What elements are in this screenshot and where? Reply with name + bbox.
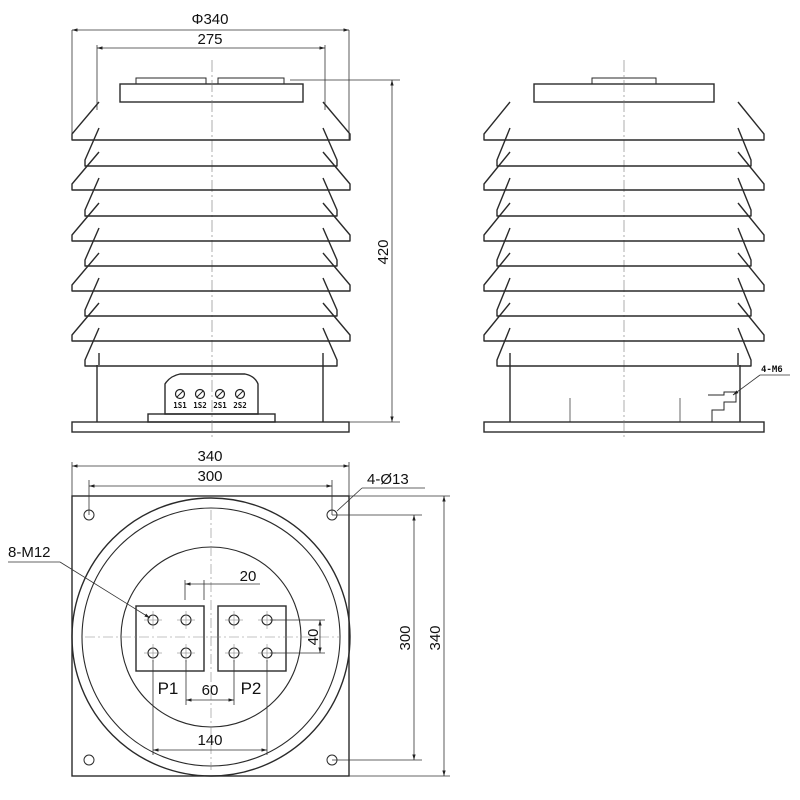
dim-vertical-inner: 300	[397, 625, 414, 650]
front-insulator-sheds	[71, 101, 351, 367]
front-view	[71, 60, 351, 440]
side-earth-boss	[708, 391, 737, 422]
terminal-label: 1S1	[173, 401, 187, 410]
insulator-shed	[71, 151, 351, 191]
dim-stud-span: 140	[197, 732, 222, 749]
secondary-terminal	[174, 388, 186, 400]
terminal-label: 2S1	[213, 401, 227, 410]
dim-vertical-outer: 340	[427, 625, 444, 650]
dim-height: 420	[375, 239, 392, 264]
insulator-shed	[496, 227, 752, 267]
insulator-shed	[71, 101, 351, 141]
stud-note: 8-M12	[8, 544, 51, 561]
primary-label-p1: P1	[158, 679, 179, 698]
front-base-plate	[71, 421, 350, 433]
side-bolt-note: 4-M6	[761, 365, 783, 375]
insulator-shed	[483, 252, 765, 292]
front-top-cap	[119, 83, 304, 103]
secondary-terminal	[194, 388, 206, 400]
dim-stud-pitch-small: 20	[240, 568, 257, 585]
secondary-terminal-box	[164, 373, 259, 415]
insulator-shed	[496, 127, 752, 167]
side-insulator-sheds	[483, 101, 765, 367]
dim-hole-spacing: 300	[197, 468, 222, 485]
insulator-shed	[71, 302, 351, 342]
secondary-terminal	[234, 388, 246, 400]
insulator-shed	[84, 177, 338, 217]
terminal-plate-p2	[217, 605, 287, 672]
insulator-shed	[496, 327, 752, 367]
terminal-box-base	[147, 413, 276, 423]
dim-overall-width: 340	[197, 448, 222, 465]
terminal-studs	[144, 611, 276, 662]
insulator-shed	[483, 101, 765, 141]
insulator-shed	[483, 151, 765, 191]
terminal-label: 1S2	[193, 401, 207, 410]
insulator-shed	[84, 127, 338, 167]
insulator-shed	[71, 252, 351, 292]
plan-outer-circle	[71, 497, 351, 777]
secondary-terminal	[214, 388, 226, 400]
insulator-shed	[483, 202, 765, 242]
insulator-shed	[496, 277, 752, 317]
side-view	[483, 60, 765, 440]
dim-gap: 60	[202, 682, 219, 699]
dim-stud-pitch-vertical: 40	[305, 629, 322, 646]
insulator-shed	[71, 202, 351, 242]
dim-inner-width: 275	[197, 31, 222, 48]
terminal-plate-p1	[135, 605, 205, 672]
plan-centerlines	[85, 510, 340, 770]
front-dimensions	[71, 28, 400, 423]
terminal-label: 2S2	[233, 401, 247, 410]
insulator-shed	[496, 177, 752, 217]
side-note-leader	[732, 374, 790, 396]
plan-dimensions	[8, 462, 450, 777]
dim-outer-diameter: Φ340	[192, 11, 229, 28]
insulator-shed	[483, 302, 765, 342]
hole-note: 4-Ø13	[367, 471, 409, 488]
mounting-hole	[83, 754, 95, 766]
insulator-shed	[84, 277, 338, 317]
insulator-shed	[84, 227, 338, 267]
insulator-shed	[84, 327, 338, 367]
terminal-row: 1S1 1S2 2S1 2S2	[173, 388, 247, 410]
primary-label-p2: P2	[241, 679, 262, 698]
